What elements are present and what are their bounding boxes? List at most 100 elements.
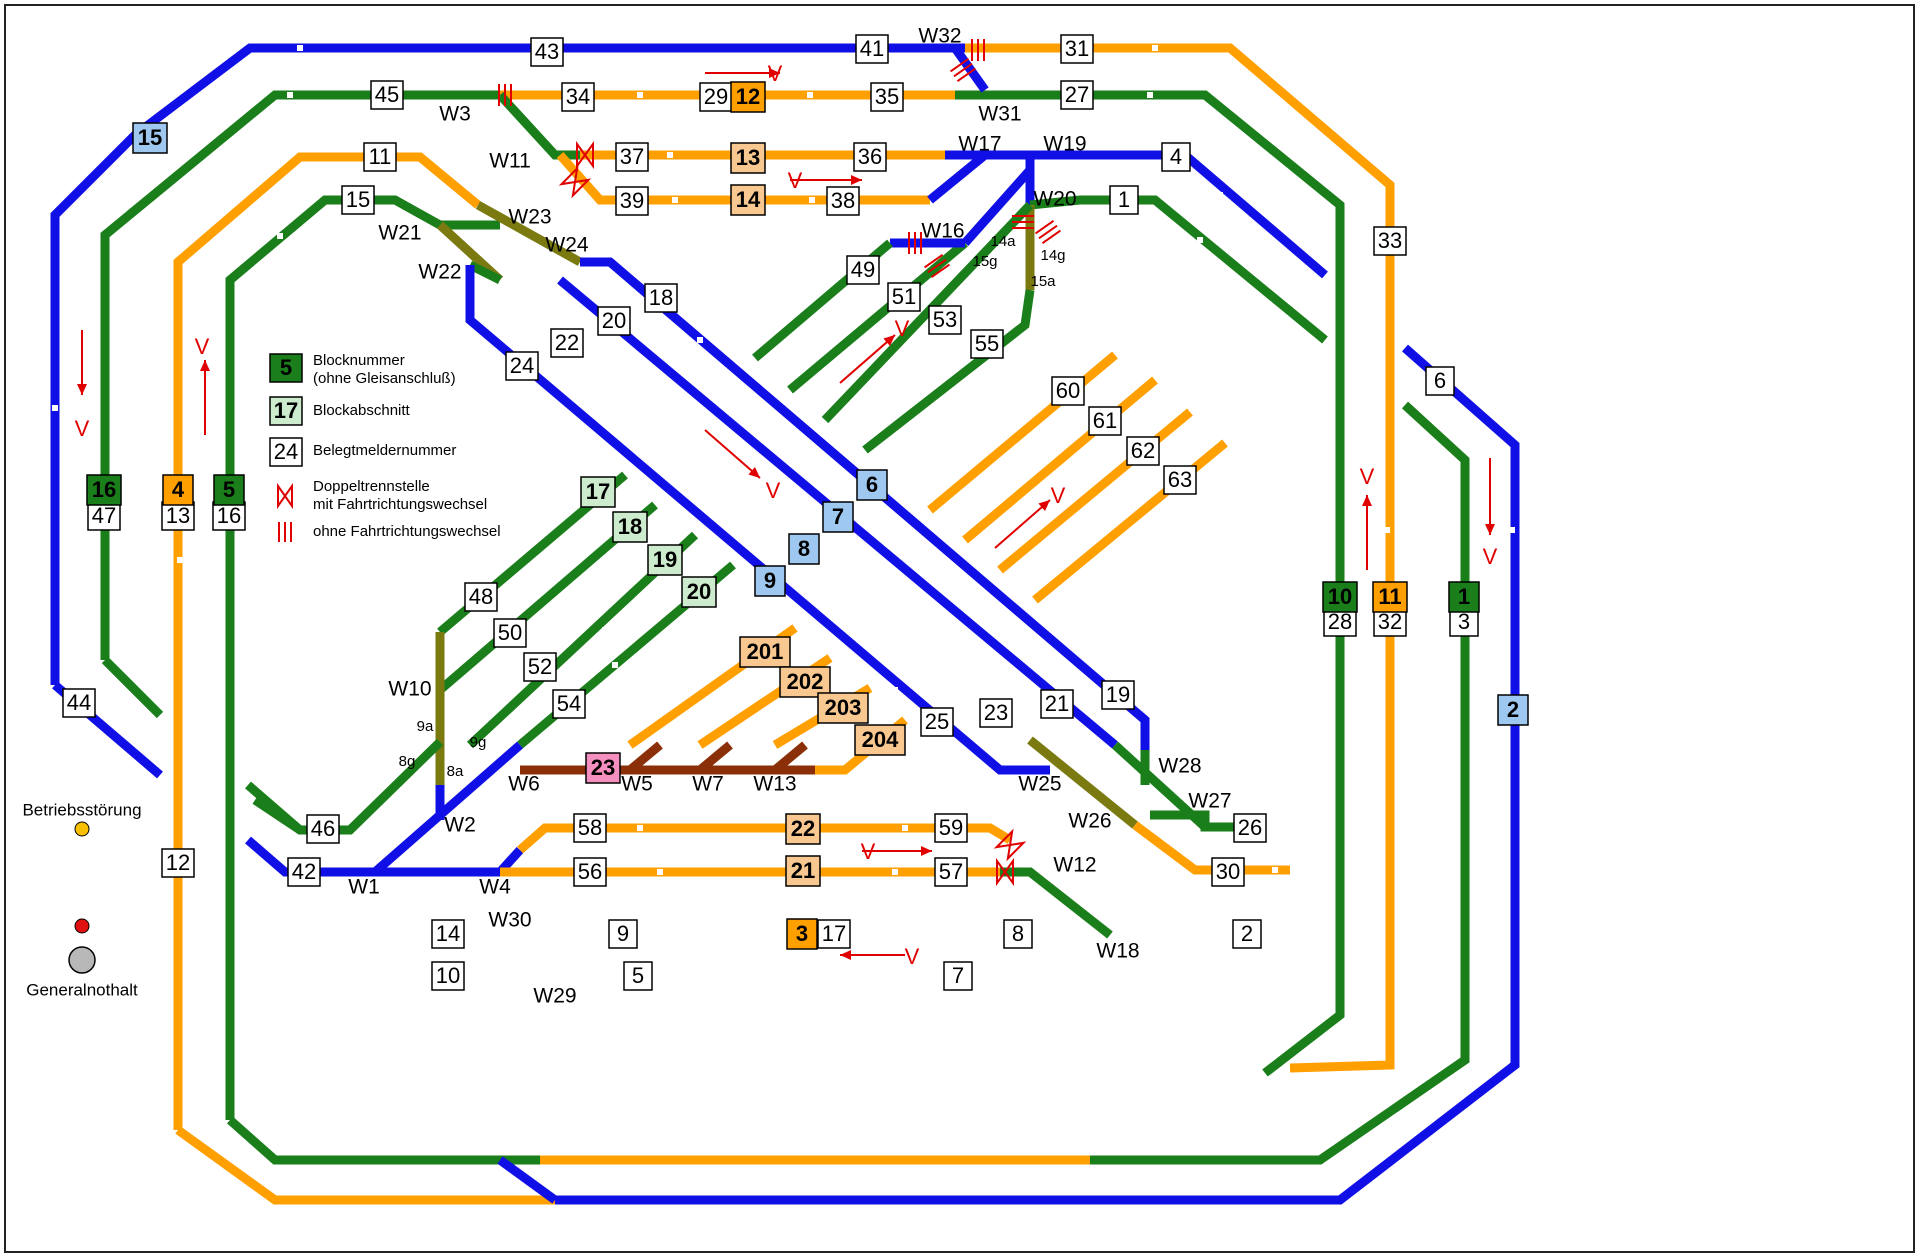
occupancy-detector-box[interactable]: 43	[530, 37, 564, 67]
track-sublabel: 15a	[1030, 273, 1056, 290]
occupancy-detector-box[interactable]: 33	[1373, 226, 1407, 256]
block-box[interactable]: 15	[132, 122, 168, 154]
block-box[interactable]: 20	[681, 576, 717, 608]
switch-label: W22	[418, 261, 461, 284]
occupancy-detector-box[interactable]: 2	[1232, 919, 1262, 949]
block-box[interactable]: 18	[612, 511, 648, 543]
occupancy-detector-box[interactable]: 9	[608, 919, 638, 949]
block-box[interactable]: 23	[585, 752, 621, 784]
occupancy-detector-box[interactable]: 46	[306, 814, 340, 844]
occupancy-detector-box[interactable]: 34	[561, 82, 595, 112]
track-gap	[1147, 92, 1153, 98]
occupancy-detector-box[interactable]: 26	[1233, 813, 1267, 843]
occupancy-detector-box[interactable]: 41	[855, 34, 889, 64]
block-box[interactable]: 13	[730, 142, 766, 174]
occupancy-detector-box[interactable]: 13	[161, 501, 195, 531]
occupancy-detector-box[interactable]: 59	[934, 813, 968, 843]
occupancy-detector-box[interactable]: 57	[934, 857, 968, 887]
block-box[interactable]: 8	[788, 533, 820, 565]
occupancy-detector-box[interactable]: 8	[1003, 919, 1033, 949]
switch-label: W17	[958, 133, 1001, 156]
block-box[interactable]: 203	[817, 692, 869, 724]
occupancy-detector-box[interactable]: 37	[615, 142, 649, 172]
block-box[interactable]: 5	[213, 474, 245, 506]
block-box[interactable]: 22	[785, 813, 821, 845]
occupancy-detector-box[interactable]: 22	[550, 328, 584, 358]
occupancy-detector-box[interactable]: 25	[920, 707, 954, 737]
occupancy-detector-box[interactable]: 24	[505, 351, 539, 381]
block-box[interactable]: 4	[162, 474, 194, 506]
occupancy-detector-box[interactable]: 52	[523, 652, 557, 682]
occupancy-detector-box[interactable]: 7	[943, 961, 973, 991]
occupancy-detector-box-label: 12	[166, 850, 190, 875]
block-box[interactable]: 16	[86, 474, 122, 506]
occupancy-detector-box[interactable]: 56	[573, 857, 607, 887]
block-box[interactable]: 9	[754, 565, 786, 597]
block-box[interactable]: 17	[580, 476, 616, 508]
occupancy-detector-box[interactable]: 31	[1060, 34, 1094, 64]
block-box[interactable]: 1	[1448, 581, 1480, 613]
occupancy-detector-box[interactable]: 23	[979, 698, 1013, 728]
occupancy-detector-box[interactable]: 20	[597, 306, 631, 336]
occupancy-detector-box[interactable]: 4	[1161, 142, 1191, 172]
block-box[interactable]: 10	[1322, 581, 1358, 613]
occupancy-detector-box[interactable]: 19	[1101, 680, 1135, 710]
occupancy-detector-box[interactable]: 35	[870, 82, 904, 112]
block-box[interactable]: 11	[1372, 581, 1408, 613]
occupancy-detector-box[interactable]: 49	[846, 255, 880, 285]
track-segment	[772, 741, 808, 774]
occupancy-detector-box[interactable]: 14	[431, 919, 465, 949]
occupancy-detector-box[interactable]: 11	[363, 142, 397, 172]
occupancy-detector-box[interactable]: 15	[341, 185, 375, 215]
occupancy-detector-box[interactable]: 29	[699, 82, 733, 112]
occupancy-detector-box[interactable]: 6	[1425, 366, 1455, 396]
block-box[interactable]: 201	[739, 636, 791, 668]
block-box[interactable]: 21	[785, 855, 821, 887]
block-box[interactable]: 19	[647, 544, 683, 576]
block-box[interactable]: 14	[730, 184, 766, 216]
block-box[interactable]: 3	[786, 918, 818, 950]
occupancy-detector-box-label: 11	[369, 144, 392, 169]
occupancy-detector-box[interactable]: 45	[370, 80, 404, 110]
occupancy-detector-box[interactable]: 53	[928, 305, 962, 335]
occupancy-detector-box[interactable]: 61	[1088, 406, 1122, 436]
legend-reverse-break-icon	[277, 482, 293, 510]
occupancy-detector-box[interactable]: 62	[1126, 436, 1160, 466]
occupancy-detector-box[interactable]: 51	[887, 282, 921, 312]
occupancy-detector-box[interactable]: 42	[287, 857, 321, 887]
occupancy-detector-box[interactable]: 55	[970, 329, 1004, 359]
occupancy-detector-box[interactable]: 18	[644, 283, 678, 313]
occupancy-detector-box[interactable]: 10	[431, 961, 465, 991]
occupancy-detector-box[interactable]: 47	[87, 501, 121, 531]
occupancy-detector-box[interactable]: 39	[615, 186, 649, 216]
occupancy-detector-box[interactable]: 63	[1163, 465, 1197, 495]
occupancy-detector-box[interactable]: 38	[826, 186, 860, 216]
track-gap	[892, 869, 898, 875]
emergency-stop-button[interactable]	[68, 946, 96, 974]
track-segment	[927, 151, 988, 204]
occupancy-detector-box[interactable]: 60	[1051, 376, 1085, 406]
occupancy-detector-box[interactable]: 21	[1040, 689, 1074, 719]
block-box[interactable]: 204	[854, 724, 906, 756]
block-box[interactable]: 7	[822, 501, 854, 533]
occupancy-detector-box[interactable]: 1	[1109, 185, 1139, 215]
direction-label: V	[861, 839, 876, 864]
occupancy-detector-box[interactable]: 27	[1060, 80, 1094, 110]
block-box[interactable]: 202	[779, 666, 831, 698]
occupancy-detector-box[interactable]: 58	[573, 813, 607, 843]
occupancy-detector-box[interactable]: 17	[817, 919, 851, 949]
occupancy-detector-box[interactable]: 12	[161, 848, 195, 878]
block-box[interactable]: 12	[730, 81, 766, 113]
block-box[interactable]: 2	[1497, 694, 1529, 726]
occupancy-detector-box[interactable]: 30	[1211, 857, 1245, 887]
track-segment	[475, 201, 583, 266]
occupancy-detector-box[interactable]: 50	[493, 618, 527, 648]
occupancy-detector-box[interactable]: 54	[552, 689, 586, 719]
occupancy-detector-box[interactable]: 16	[212, 501, 246, 531]
occupancy-detector-box[interactable]: 44	[62, 688, 96, 718]
occupancy-detector-box[interactable]: 48	[464, 582, 498, 612]
occupancy-detector-box[interactable]: 5	[623, 961, 653, 991]
occupancy-detector-box[interactable]: 36	[853, 142, 887, 172]
block-box[interactable]: 6	[856, 469, 888, 501]
